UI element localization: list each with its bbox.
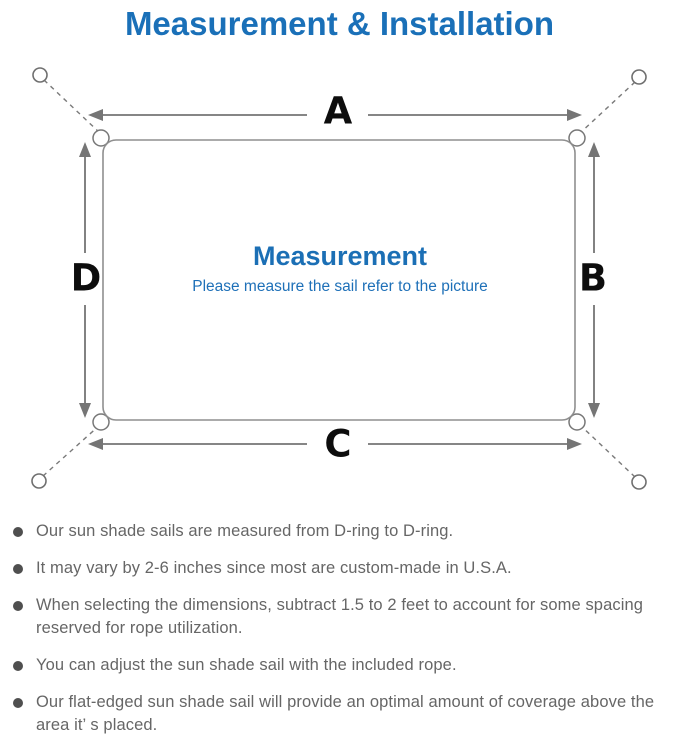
arrow-c-head-right xyxy=(567,438,582,450)
bullet-dot-icon xyxy=(13,698,23,708)
list-item: Our sun shade sails are measured from D-… xyxy=(10,520,670,543)
bullet-dot-icon xyxy=(13,661,23,671)
list-item: Our flat-edged sun shade sail will provi… xyxy=(10,691,670,737)
sail-outline xyxy=(102,139,576,421)
arrow-b-head-bottom xyxy=(588,403,600,418)
dimension-label-a: A xyxy=(324,90,353,133)
dashed-line-bottom-left xyxy=(42,423,102,477)
diagram-center-title: Measurement xyxy=(253,241,427,271)
anchor-points xyxy=(31,67,647,490)
list-item: You can adjust the sun shade sail with t… xyxy=(10,654,670,677)
anchor-ring-icon xyxy=(631,474,647,490)
measurement-notes-list: Our sun shade sails are measured from D-… xyxy=(10,520,670,751)
note-text: When selecting the dimensions, subtract … xyxy=(36,596,644,637)
note-text: You can adjust the sun shade sail with t… xyxy=(36,656,457,674)
measurement-arrows xyxy=(79,109,600,450)
arrow-a-head-left xyxy=(88,109,103,121)
arrow-b-head-top xyxy=(588,142,600,157)
sail-diagram-svg: A B C D Measurement Please measure the s… xyxy=(31,67,647,490)
dashed-line-top-left xyxy=(43,79,102,135)
diagram-center-subtitle: Please measure the sail refer to the pic… xyxy=(192,278,488,295)
corner-tension-lines xyxy=(42,79,636,478)
anchor-ring-icon xyxy=(631,69,647,85)
dimension-label-b: B xyxy=(579,257,607,300)
note-text: Our flat-edged sun shade sail will provi… xyxy=(36,693,655,734)
note-text: It may vary by 2-6 inches since most are… xyxy=(36,559,512,577)
arrow-d-head-top xyxy=(79,142,91,157)
d-ring-icon xyxy=(568,413,586,431)
anchor-ring-icon xyxy=(32,67,48,83)
page-title: Measurement & Installation xyxy=(124,5,555,42)
list-item: When selecting the dimensions, subtract … xyxy=(10,594,670,640)
dashed-line-top-right xyxy=(578,81,636,135)
bullet-dot-icon xyxy=(13,564,23,574)
dimension-label-d: D xyxy=(71,257,102,300)
arrow-c-head-left xyxy=(88,438,103,450)
anchor-ring-icon xyxy=(31,473,47,489)
measurement-diagram: A B C D Measurement Please measure the s… xyxy=(0,58,679,508)
list-item: It may vary by 2-6 inches since most are… xyxy=(10,557,670,580)
d-ring-icon xyxy=(92,413,110,431)
corner-d-rings xyxy=(92,129,586,431)
bullet-dot-icon xyxy=(13,527,23,537)
dimension-label-c: C xyxy=(324,423,351,466)
note-text: Our sun shade sails are measured from D-… xyxy=(36,522,454,540)
dashed-line-bottom-right xyxy=(578,423,636,478)
d-ring-icon xyxy=(92,129,110,147)
arrow-a-head-right xyxy=(567,109,582,121)
arrow-d-head-bottom xyxy=(79,403,91,418)
bullet-dot-icon xyxy=(13,601,23,611)
d-ring-icon xyxy=(568,129,586,147)
